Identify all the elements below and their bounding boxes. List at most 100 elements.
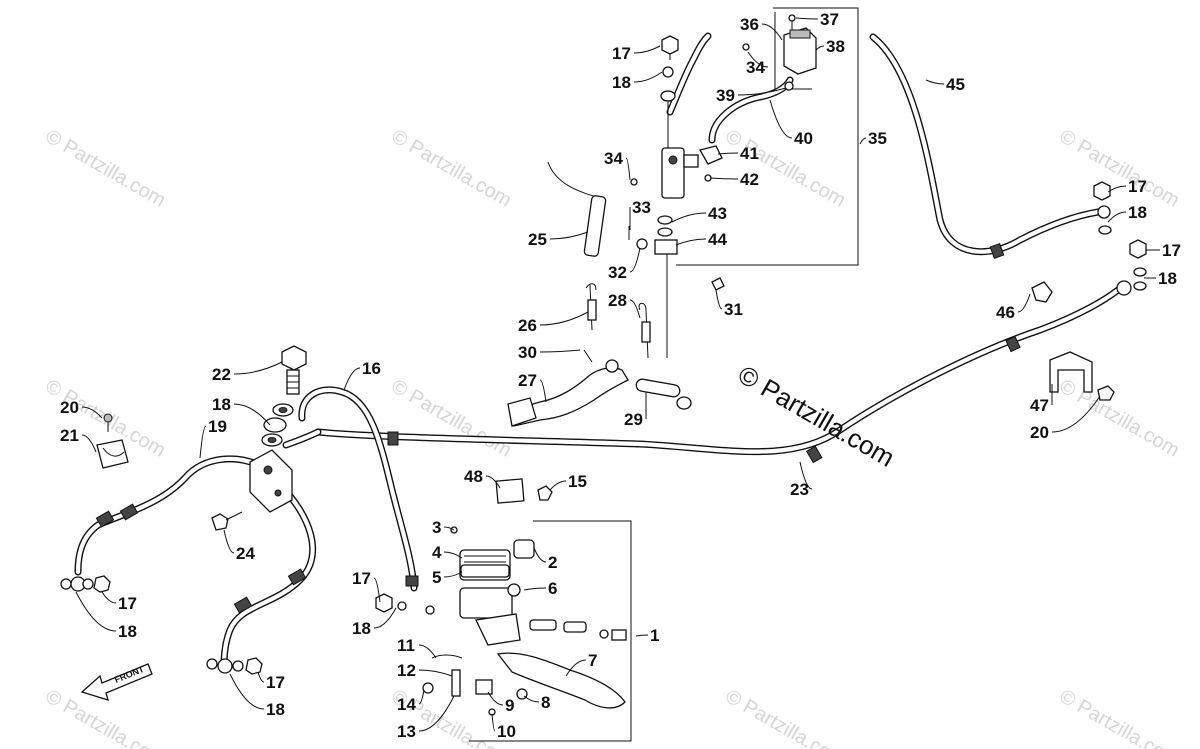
callout-18[interactable]: 18 (1158, 269, 1177, 288)
callout-17[interactable]: 17 (352, 569, 371, 588)
callout-45[interactable]: 45 (946, 75, 965, 94)
right-fittings (1093, 181, 1147, 296)
callout-5[interactable]: 5 (432, 568, 441, 587)
callout-36[interactable]: 36 (740, 15, 759, 34)
callout-17[interactable]: 17 (1128, 177, 1147, 196)
leader-line (549, 231, 589, 240)
leader-line (1107, 185, 1127, 193)
leader-line (443, 526, 455, 531)
callout-6[interactable]: 6 (548, 579, 557, 598)
switch-25 (547, 161, 607, 257)
callout-24[interactable]: 24 (236, 544, 255, 563)
callout-22[interactable]: 22 (212, 365, 231, 384)
callout-19[interactable]: 19 (208, 417, 227, 436)
callout-4[interactable]: 4 (432, 543, 442, 562)
callout-15[interactable]: 15 (568, 472, 587, 491)
callout-30[interactable]: 30 (518, 343, 537, 362)
callout-44[interactable]: 44 (708, 230, 727, 249)
callout-28[interactable]: 28 (608, 291, 627, 310)
callout-32[interactable]: 32 (608, 263, 627, 282)
front-arrow: FRONT (80, 663, 153, 701)
callout-1[interactable]: 1 (650, 626, 659, 645)
callout-16[interactable]: 16 (362, 359, 381, 378)
callout-2[interactable]: 2 (548, 553, 557, 572)
callout-18[interactable]: 18 (612, 73, 631, 92)
callout-18[interactable]: 18 (1128, 203, 1147, 222)
callout-18[interactable]: 18 (266, 700, 285, 719)
callout-35[interactable]: 35 (868, 129, 887, 148)
assembly-box-1 (469, 520, 632, 742)
springs-26-28 (585, 283, 651, 359)
callout-34[interactable]: 34 (604, 149, 623, 168)
leader-line (487, 691, 504, 706)
callout-17[interactable]: 17 (1162, 241, 1181, 260)
reservoir-38 (742, 14, 817, 91)
leader-line (671, 212, 707, 223)
callout-25[interactable]: 25 (528, 230, 547, 249)
leader-line (81, 406, 103, 419)
callout-3[interactable]: 3 (432, 518, 441, 537)
callout-31[interactable]: 31 (724, 300, 743, 319)
leader-line (799, 461, 813, 490)
callout-27[interactable]: 27 (518, 371, 537, 390)
callout-17[interactable]: 17 (118, 594, 137, 613)
leader-line (633, 45, 661, 54)
leader-line (229, 673, 265, 710)
callout-18[interactable]: 18 (118, 622, 137, 641)
watermark-text: © Partzilla.com (1056, 685, 1184, 749)
callout-43[interactable]: 43 (708, 204, 727, 223)
callout-33[interactable]: 33 (632, 198, 651, 217)
watermark-text: © Partzilla.com (722, 685, 850, 749)
leader-line (443, 551, 463, 559)
leader-line (223, 529, 235, 554)
callout-17[interactable]: 17 (612, 44, 631, 63)
callout-38[interactable]: 38 (826, 37, 845, 56)
leader-line (925, 79, 945, 85)
callout-29[interactable]: 29 (624, 410, 643, 429)
hose-upper (666, 32, 712, 116)
callout-26[interactable]: 26 (518, 316, 537, 335)
hose-19b (220, 481, 317, 672)
callout-39[interactable]: 39 (716, 86, 735, 105)
callout-41[interactable]: 41 (740, 144, 759, 163)
assembly-box-35 (676, 7, 859, 266)
callout-18[interactable]: 18 (212, 395, 231, 414)
hose-40 (708, 76, 794, 144)
callout-47[interactable]: 47 (1030, 396, 1049, 415)
leader-line (815, 45, 825, 51)
leader-line (795, 17, 819, 20)
callout-11[interactable]: 11 (397, 636, 415, 655)
callout-17[interactable]: 17 (266, 673, 285, 692)
top-fittings (660, 35, 679, 148)
leader-line (859, 137, 867, 145)
leader-line (343, 367, 361, 391)
callout-21[interactable]: 21 (60, 426, 79, 445)
callout-13[interactable]: 13 (397, 722, 416, 741)
callout-40[interactable]: 40 (794, 129, 813, 148)
hose-16 (298, 386, 418, 592)
leader-line (629, 299, 641, 319)
leader-line (199, 425, 207, 459)
callout-48[interactable]: 48 (464, 467, 483, 486)
callout-37[interactable]: 37 (820, 10, 839, 29)
callout-8[interactable]: 8 (541, 693, 550, 712)
callout-20[interactable]: 20 (1030, 423, 1049, 442)
callout-10[interactable]: 10 (497, 722, 516, 741)
callout-14[interactable]: 14 (397, 695, 416, 714)
leader-line (75, 591, 117, 632)
callout-46[interactable]: 46 (996, 303, 1015, 322)
callout-7[interactable]: 7 (588, 651, 597, 670)
callout-42[interactable]: 42 (740, 170, 759, 189)
callout-20[interactable]: 20 (60, 398, 79, 417)
leader-lines (75, 17, 1161, 732)
callout-9[interactable]: 9 (505, 696, 514, 715)
watermark-text: © Partzilla.com (388, 125, 516, 211)
watermark-layer: © Partzilla.com © Partzilla.com © Partzill… (42, 125, 1184, 749)
callout-18[interactable]: 18 (352, 619, 371, 638)
callout-23[interactable]: 23 (790, 480, 809, 499)
bolt-24 (211, 511, 243, 531)
hose-collars (95, 243, 1021, 614)
callout-12[interactable]: 12 (397, 661, 416, 680)
callout-34[interactable]: 34 (746, 58, 765, 77)
